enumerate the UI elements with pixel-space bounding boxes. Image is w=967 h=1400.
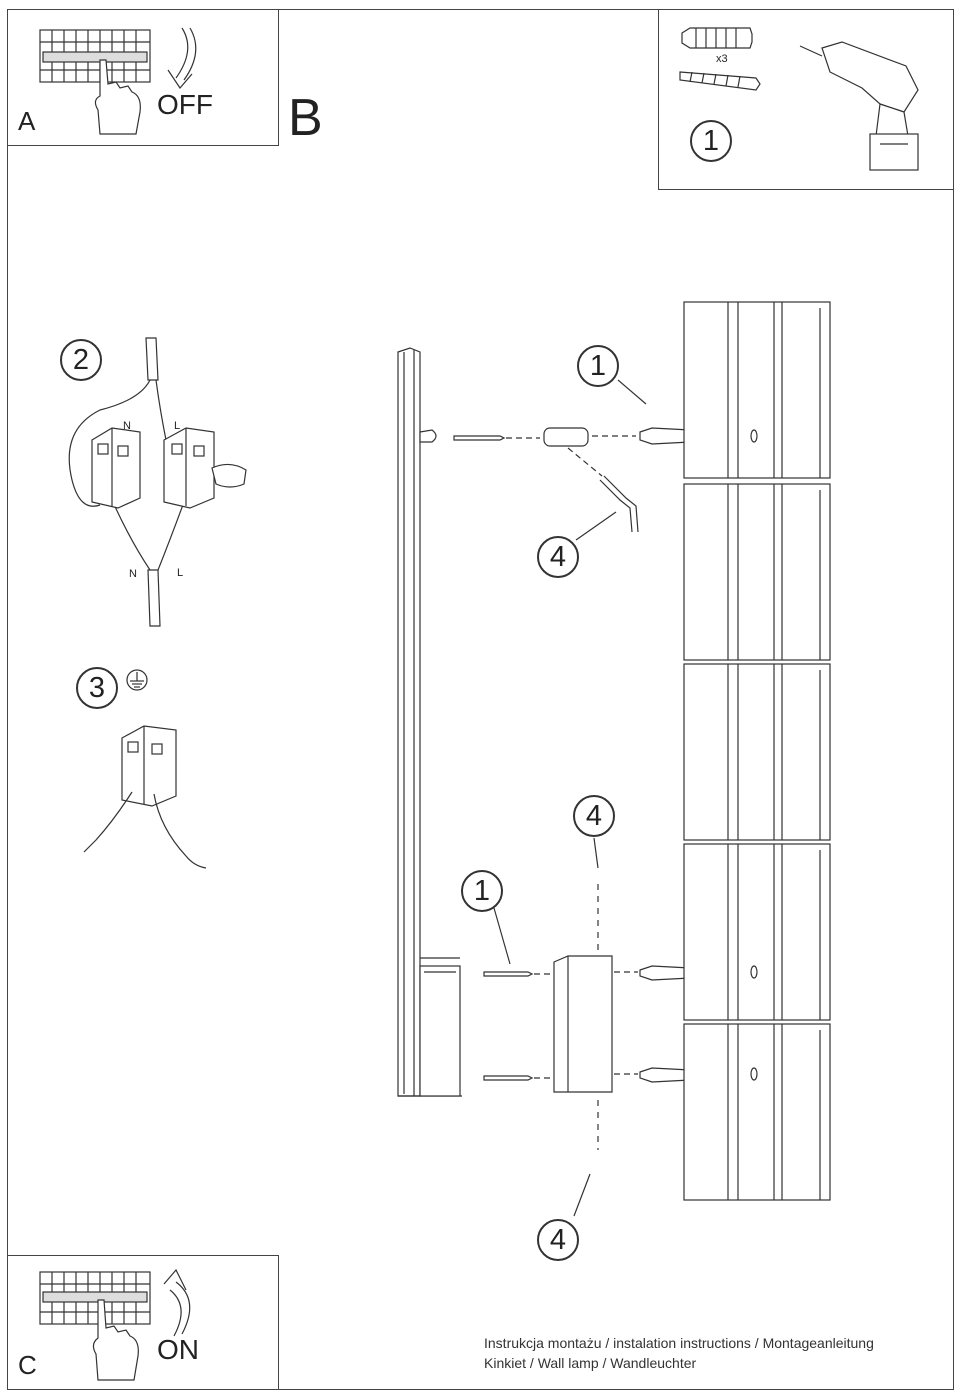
step-b-letter: B (288, 89, 323, 147)
footer-caption: Instrukcja montażu / instalation instruc… (484, 1333, 874, 1373)
wall-lamp-body (397, 347, 462, 1097)
neutral-label: N (123, 420, 131, 432)
callout-4-top: 4 (573, 795, 615, 837)
step-c-letter: C (18, 1350, 37, 1380)
callout-1-lower: 1 (461, 870, 503, 912)
earth-symbol-icon (126, 669, 148, 691)
arrow-up-icon (163, 1268, 191, 1337)
breaker-panel-on-icon (39, 1271, 151, 1325)
hand-icon (94, 59, 141, 135)
live-label: L (177, 567, 184, 579)
step-c-action: ON (157, 1334, 199, 1365)
footer-line-2: Kinkiet / Wall lamp / Wandleuchter (484, 1355, 697, 1371)
arrow-down-icon (167, 27, 197, 89)
step-a-action: OFF (157, 89, 213, 120)
callout-1-tools: 1 (690, 120, 732, 162)
callout-leaders (493, 379, 647, 1217)
wiring-diagram-step-2 (68, 337, 247, 627)
wall-tiles (683, 301, 831, 1201)
lower-mounting-bracket (483, 884, 750, 1150)
step-a-letter: A (18, 106, 36, 136)
callout-3-earth: 3 (76, 667, 118, 709)
page-frame (7, 9, 954, 1390)
callout-4-upper: 4 (537, 536, 579, 578)
hand-icon (92, 1299, 139, 1381)
neutral-label: N (129, 568, 137, 580)
quantity-label: x3 (716, 53, 728, 65)
screw-icon (679, 71, 761, 91)
callout-1-upper: 1 (577, 345, 619, 387)
callout-4-bottom: 4 (537, 1219, 579, 1261)
wall-plug-icon (681, 27, 753, 49)
drill-icon (799, 41, 919, 171)
live-label: L (174, 420, 181, 432)
breaker-panel-off-icon (39, 29, 151, 83)
earth-terminal-step-3 (83, 725, 207, 869)
callout-2-wiring: 2 (60, 339, 102, 381)
footer-line-1: Instrukcja montażu / instalation instruc… (484, 1335, 874, 1351)
